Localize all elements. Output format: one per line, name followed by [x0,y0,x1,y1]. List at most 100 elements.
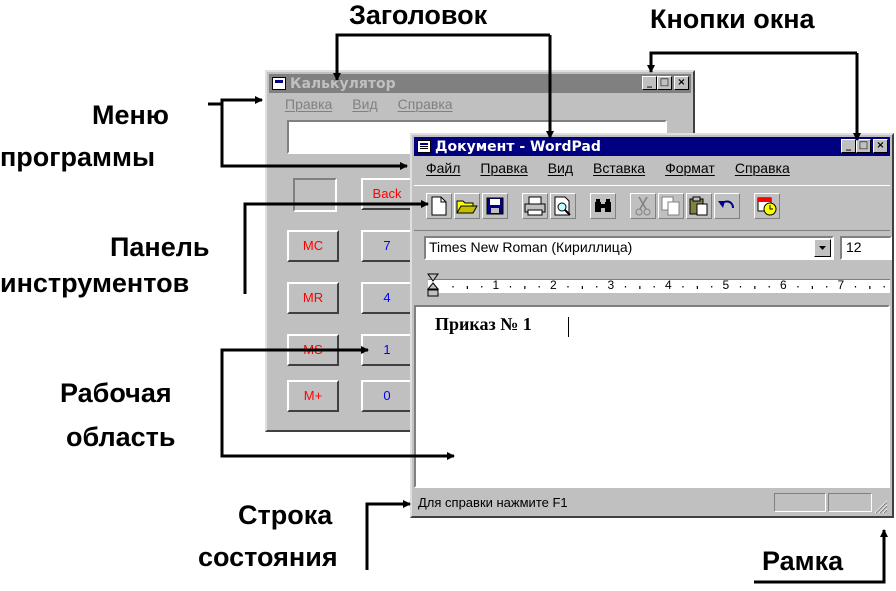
menu-help[interactable]: Справка [734,160,790,176]
menu-format[interactable]: Формат [665,160,715,176]
ruler-indent-marker[interactable] [427,273,439,299]
ruler-tick [883,286,885,288]
label-status-line2: состояния [198,542,338,572]
undo-icon[interactable] [714,193,740,219]
status-pane-2 [828,493,872,512]
calc-mr-button[interactable]: MR [287,282,339,314]
window-maximize-icon[interactable]: □ [657,76,672,90]
ruler-tick [854,286,857,288]
menu-file[interactable]: Файл [426,160,461,176]
ruler-tick [581,286,583,289]
ruler-tick [624,286,627,288]
ruler-tick [567,286,569,288]
ruler-number: 1 [492,278,500,292]
wordpad-status-bar: Для справки нажмите F1 [414,490,890,516]
arrow-menu-calc [208,96,263,106]
calc-menu-view[interactable]: Вид [352,96,378,112]
ruler-number: 6 [780,278,787,292]
calc-mc-button[interactable]: MC [287,230,339,262]
wordpad-ruler: 1 2 3 4 5 6 7 [414,271,890,305]
save-icon[interactable] [482,193,508,219]
status-text: Для справки нажмите F1 [418,495,568,510]
calc-menu-edit[interactable]: Правка [285,96,333,112]
wordpad-app-icon [417,140,431,153]
insert-date-icon[interactable] [754,193,780,219]
window-close-icon[interactable]: × [873,139,888,153]
calculator-title-bar[interactable]: Калькулятор _ □ × [269,74,691,93]
ruler-tick [653,286,655,288]
calculator-window-buttons: _ □ × [642,76,689,90]
document-text: Приказ № 1 [435,314,532,334]
wordpad-menu-bar: Файл Правка Вид Вставка Формат Справка [414,160,890,176]
window-minimize-icon[interactable]: _ [841,139,856,153]
ruler-tick [639,286,641,289]
ruler-tick [797,286,799,288]
window-close-icon[interactable]: × [674,76,689,90]
text-cursor [568,317,569,337]
wordpad-toolbar [414,185,890,231]
ruler-tick [811,286,813,289]
document-area[interactable]: Приказ № 1 [414,305,890,488]
window-maximize-icon[interactable]: □ [856,139,871,153]
wordpad-format-bar: Times New Roman (Кириллица) 12 [414,231,892,269]
wordpad-window[interactable]: Документ - WordPad _ □ × Файл Правка Вид… [410,133,894,518]
font-size-value: 12 [846,239,862,255]
calculator-menu-bar: Правка Вид Справка [269,96,691,112]
calc-digit-7[interactable]: 7 [361,230,413,262]
ruler-tick [711,286,713,288]
ruler-tick [466,286,468,289]
wordpad-window-buttons: _ □ × [841,139,888,153]
dropdown-arrow-icon[interactable] [814,239,831,257]
menu-insert[interactable]: Вставка [593,160,646,176]
ruler-number: 7 [837,278,845,292]
status-pane-1 [774,493,826,512]
cut-icon[interactable] [630,193,656,219]
ruler-tick [596,286,598,288]
ruler-ticks [452,286,885,289]
font-size-combo[interactable]: 12 [840,236,892,260]
label-menu-line1: Меню [92,100,169,130]
label-status-line1: Строка [238,500,333,530]
font-name-combo[interactable]: Times New Roman (Кириллица) [424,236,834,260]
menu-edit[interactable]: Правка [480,160,528,176]
label-work-area-line2: область [66,422,176,452]
print-preview-icon[interactable] [550,193,576,219]
label-window-buttons: Кнопки окна [650,4,815,34]
font-name-value: Times New Roman (Кириллица) [429,239,633,255]
new-document-icon[interactable] [426,193,452,219]
ruler-tick [826,286,828,288]
ruler-number: 3 [607,278,615,292]
print-icon[interactable] [522,193,548,219]
open-folder-icon[interactable] [454,193,480,219]
ruler-tick [768,286,770,288]
ruler-tick [524,286,526,289]
wordpad-title: Документ - WordPad [435,138,601,155]
ruler-tick [509,286,512,288]
label-menu-line2: программы [0,142,156,172]
calculator-memory-indicator [293,178,337,212]
label-frame: Рамка [762,546,844,576]
ruler-number: 5 [722,278,730,292]
ruler-tick [452,286,454,288]
calc-digit-1[interactable]: 1 [361,334,413,366]
find-icon[interactable] [590,193,616,219]
ruler-tick [481,286,483,288]
calc-menu-help[interactable]: Справка [397,96,453,112]
label-toolbar-line2: инструментов [0,268,190,298]
wordpad-title-bar[interactable]: Документ - WordPad _ □ × [414,137,890,156]
calc-digit-0[interactable]: 0 [361,380,413,412]
calc-ms-button[interactable]: MS [287,334,339,366]
menu-view[interactable]: Вид [547,160,574,176]
size-grip-icon[interactable] [874,500,888,514]
calc-back-button[interactable]: Back [361,178,413,210]
paste-icon[interactable] [686,193,712,219]
copy-icon[interactable] [658,193,684,219]
ruler-number: 4 [665,278,672,292]
calc-mplus-button[interactable]: M+ [287,380,339,412]
ruler-tick [739,286,742,288]
arrow-status [365,500,411,570]
ruler-number: 2 [550,278,557,292]
ruler-tick [869,286,871,289]
window-minimize-icon[interactable]: _ [642,76,657,90]
calc-digit-4[interactable]: 4 [361,282,413,314]
